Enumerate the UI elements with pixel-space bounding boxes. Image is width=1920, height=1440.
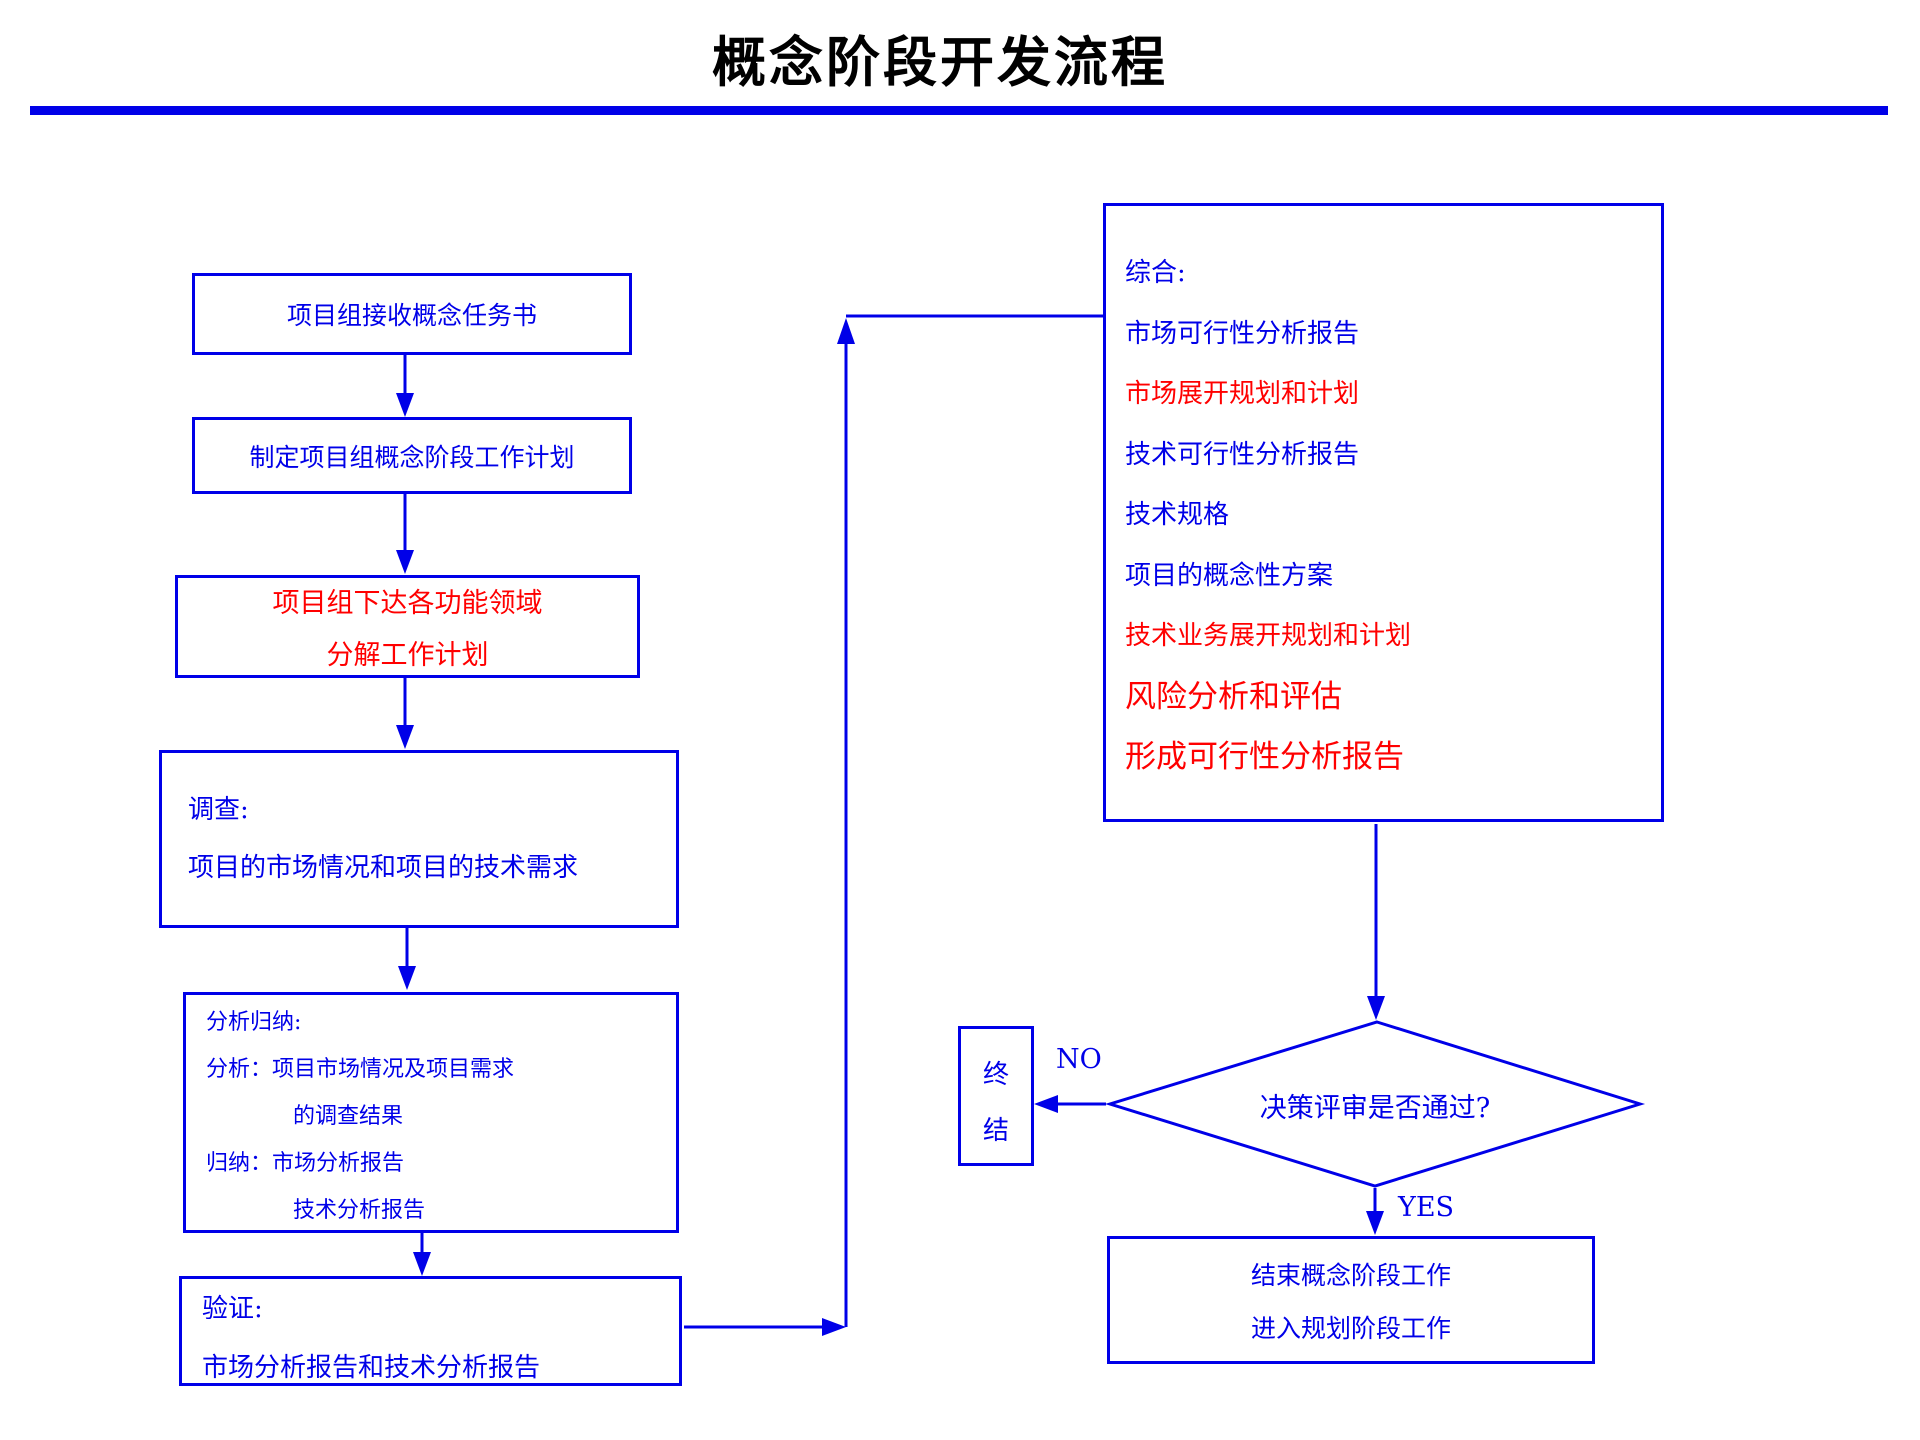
arrow-plan-to-assign (396, 494, 414, 574)
box-analyze-summarize: 分析归纳: 分析：项目市场情况及项目需求的调查结果归纳：市场分析报告技术分析报告 (183, 992, 679, 1233)
arrow-decision-yes (1366, 1188, 1384, 1235)
text-line: 项目的概念性方案 (1125, 560, 1334, 591)
title-underline (30, 106, 1888, 115)
text-line: 市场分析报告和技术分析报告 (202, 1353, 541, 1383)
text-line: 归纳：市场分析报告 (206, 1151, 405, 1176)
text-line: 技术规格 (1125, 500, 1230, 530)
text-line: 结 (982, 1116, 1009, 1146)
arrow-survey-to-analyze (398, 928, 416, 990)
text-line: 项目的市场情况和项目的技术需求 (188, 853, 579, 883)
box-receive-task: 项目组接收概念任务书 (192, 273, 632, 355)
text-line: 风险分析和评估 (1125, 678, 1342, 715)
arrow-assign-to-survey (396, 678, 414, 749)
text-line: 分析归纳: (206, 1010, 302, 1035)
text-line: 分解工作计划 (326, 640, 489, 671)
text-line: 终 (982, 1060, 1009, 1090)
box-end-phase: 结束概念阶段工作进入规划阶段工作 (1107, 1236, 1595, 1364)
arrow-receive-to-plan (396, 355, 414, 417)
text-line: 项目组下达各功能领域 (272, 588, 543, 619)
box-synthesis: 综合: 市场可行性分析报告市场展开规划和计划技术可行性分析报告技术规格项目的概念性… (1103, 203, 1664, 822)
decision-diamond (1104, 1020, 1646, 1188)
decision-question: 决策评审是否通过? (1259, 1093, 1491, 1124)
arrow-decision-no (1034, 1095, 1106, 1113)
box-survey: 调查: 项目的市场情况和项目的技术需求 (159, 750, 679, 928)
text-line: 结束概念阶段工作 (1250, 1261, 1451, 1290)
text-line: 技术可行性分析报告 (1125, 439, 1360, 470)
arrow-summary-to-decision (1367, 824, 1385, 1020)
text-line: 市场展开规划和计划 (1125, 379, 1360, 409)
box-assign-work: 项目组下达各功能领域分解工作计划 (175, 575, 640, 678)
text-line: 的调查结果 (293, 1104, 404, 1129)
page-title: 概念阶段开发流程 (712, 30, 1168, 94)
text-line: 技术分析报告 (293, 1198, 426, 1223)
box-verify: 验证: 市场分析报告和技术分析报告 (179, 1276, 682, 1386)
connector-verify-to-summary (684, 314, 1103, 1336)
text-line: 形成可行性分析报告 (1125, 739, 1404, 775)
text-line: 调查: (188, 795, 249, 825)
box-terminate: 终结 (958, 1026, 1034, 1166)
yes-label: YES (1398, 1192, 1455, 1223)
arrow-analyze-to-verify (413, 1233, 431, 1276)
no-label: NO (1056, 1044, 1102, 1075)
text-line: 进入规划阶段工作 (1250, 1314, 1451, 1343)
text-line: 市场可行性分析报告 (1125, 318, 1360, 349)
text-line: 综合: (1125, 258, 1186, 288)
box-make-plan: 制定项目组概念阶段工作计划 (192, 417, 632, 494)
text-line: 技术业务展开规划和计划 (1125, 621, 1412, 651)
text-line: 验证: (202, 1294, 263, 1324)
text-line: 分析：项目市场情况及项目需求 (206, 1057, 515, 1082)
